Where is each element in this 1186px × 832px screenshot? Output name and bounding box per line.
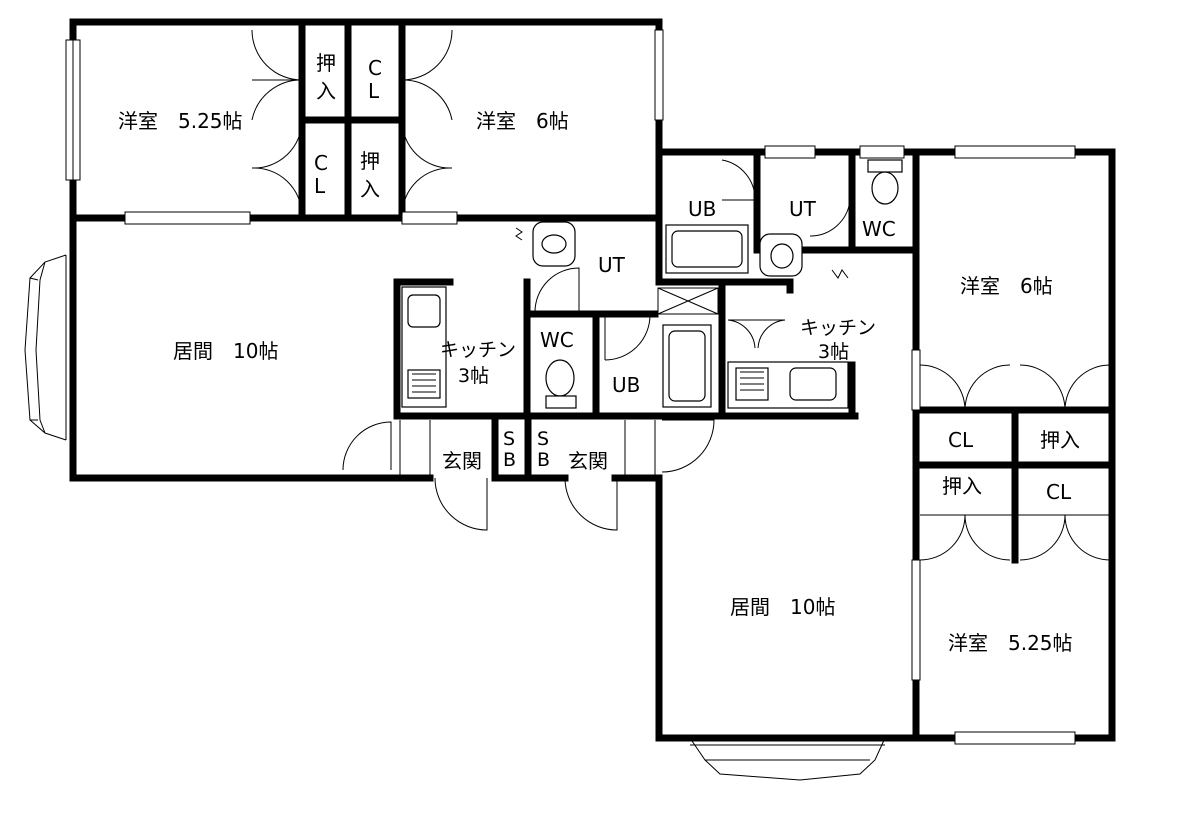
left-western-a-label: 洋室 5.25帖 [118,109,243,133]
left-entrance-door-a [342,421,392,471]
right-ub-label: UB [688,197,716,221]
left-cl-b-label-1: C [314,151,328,175]
right-oshiire-b-label: 押入 [942,474,982,498]
left-entrance-wall [396,414,659,482]
left-bay-window [24,254,73,441]
right-ut-door [809,199,851,237]
right-kitchen-label-2: 3帖 [818,341,849,363]
left-sb-label-2: B [503,449,516,471]
left-window-closet-south [401,211,458,225]
left-western-b-label: 洋室 6帖 [476,109,569,133]
right-unit-outer-wall [655,148,1116,742]
left-oshiire-a-label-2: 入 [316,79,336,103]
left-kitchen-label-1: キッチン [440,339,516,361]
right-kitchen-doors [727,319,786,349]
left-kitchen-sink-icon [401,286,447,408]
right-window-inner [911,559,921,681]
right-oshiire-a-label: 押入 [1040,428,1080,452]
left-storage-x [657,287,719,315]
right-entrance-door [661,419,715,473]
left-cl-b-label-2: L [314,174,326,198]
right-ub-door [721,159,756,201]
left-living-label: 居間 10帖 [173,339,278,363]
left-ut-door [534,267,580,313]
left-washbasin-icon [515,221,576,267]
left-kitchen-walls [393,278,859,420]
right-western-a-label: 洋室 6帖 [960,274,1053,298]
right-ut-label: UT [789,197,817,221]
left-ut-label: UT [598,253,626,277]
right-kitchen-sink-icon [727,361,849,409]
left-cl-a-label-2: L [368,79,380,103]
left-unit: 洋室 5.25帖 洋室 6帖 押 入 C L C L 押 入 居間 10帖 キッ… [24,18,859,531]
left-closet-doors [251,29,453,216]
right-bathtub-icon [665,224,749,274]
left-entrance-door-b [434,477,488,531]
right-cl-b-label: CL [1046,480,1072,504]
right-window-north [954,145,1076,159]
right-closet-doors [919,364,1111,561]
right-closet-walls [912,406,1116,564]
left-ub-label: UB [612,373,640,397]
left-toilet-icon [545,359,577,409]
left-window-north-b [654,29,664,121]
left-window-living-south-top [124,211,251,225]
left-sb-label-1: S [503,428,515,450]
right-window-inner-b [911,349,921,411]
right-sb-label-1: S [537,428,549,450]
right-bay-window [689,737,886,781]
right-window-wc [859,145,905,159]
right-entrance-label: 玄関 [568,449,608,473]
right-cl-a-label: CL [948,428,974,452]
right-entrance-door-b [564,477,618,531]
left-cl-a-label-1: C [368,56,382,80]
right-living-label: 居間 10帖 [730,595,835,619]
left-bathtub-icon [662,324,712,408]
right-toilet-icon [867,159,903,205]
right-sb-label-2: B [537,449,550,471]
right-washbasin-icon [759,233,803,277]
right-window-ut [764,145,816,159]
right-unit: UB UT WC キッチン 3帖 S B 玄関 洋室 6帖 CL 押入 押入 C… [537,145,1116,781]
left-unit-outer-wall [69,18,663,482]
left-oshiire-b-label-2: 入 [360,177,380,201]
right-window-south [954,731,1076,745]
left-wc-label: WC [540,328,574,352]
left-kitchen-label-2: 3帖 [458,365,489,387]
left-oshiire-b-label-1: 押 [360,149,380,173]
right-western-b-label: 洋室 5.25帖 [948,631,1073,655]
left-ub-door [604,314,651,361]
right-wc-label: WC [862,217,896,241]
left-entrance-label: 玄関 [442,449,482,473]
right-kitchen-label-1: キッチン [800,317,876,339]
left-oshiire-a-label-1: 押 [316,51,336,75]
